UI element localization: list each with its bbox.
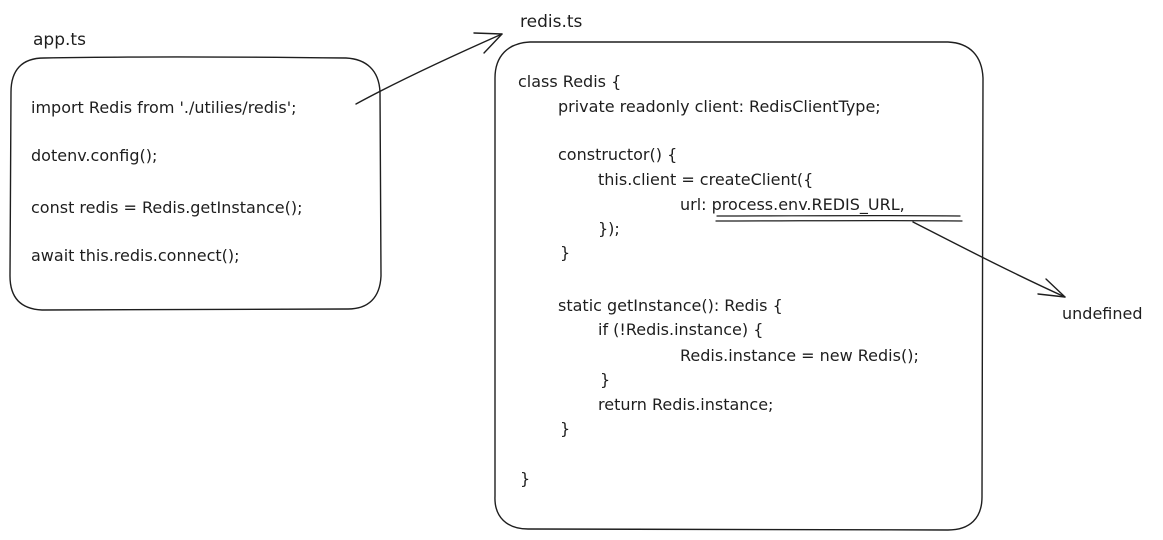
redis-code-line: url: process.env.REDIS_URL, bbox=[680, 195, 905, 214]
redis-code-line: } bbox=[560, 419, 571, 438]
redis-code-line: }); bbox=[598, 219, 620, 238]
import-arrow bbox=[355, 33, 503, 105]
app-code-line: dotenv.config(); bbox=[31, 146, 158, 165]
app-file-box bbox=[9, 56, 382, 311]
redis-code-line: private readonly client: RedisClientType… bbox=[558, 97, 881, 116]
redis-code-line: } bbox=[560, 243, 571, 262]
redis-code-line: Redis.instance = new Redis(); bbox=[680, 346, 919, 365]
undefined-label: undefined bbox=[1062, 304, 1143, 323]
app-code-line: await this.redis.connect(); bbox=[31, 246, 240, 265]
redis-file-title: redis.ts bbox=[520, 12, 583, 32]
redis-code-line: } bbox=[600, 370, 611, 389]
undefined-arrow bbox=[912, 221, 1066, 298]
app-code-line: import Redis from './utilies/redis'; bbox=[31, 98, 297, 117]
app-code-line: const redis = Redis.getInstance(); bbox=[31, 198, 303, 217]
redis-code-line: if (!Redis.instance) { bbox=[598, 320, 764, 339]
redis-code-line: class Redis { bbox=[518, 72, 622, 91]
app-file-title: app.ts bbox=[33, 30, 86, 50]
import-arrow-head bbox=[473, 32, 503, 54]
redis-file-box bbox=[494, 40, 984, 531]
redis-code-line: } bbox=[520, 469, 531, 488]
redis-code-line: this.client = createClient({ bbox=[598, 170, 814, 189]
redis-code-line: return Redis.instance; bbox=[598, 395, 774, 414]
redis-code-line: constructor() { bbox=[558, 145, 678, 164]
undefined-arrow-head bbox=[1037, 278, 1066, 298]
redis-code-line: static getInstance(): Redis { bbox=[558, 296, 783, 315]
